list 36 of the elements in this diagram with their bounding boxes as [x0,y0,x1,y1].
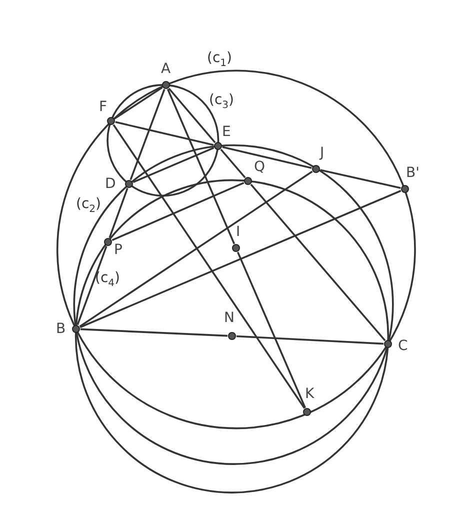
circle-label: (c$_{4}$) [95,270,120,291]
line-segment [222,146,312,169]
point-label: K [305,386,314,402]
line-segment [112,124,306,409]
line-segment [79,170,313,328]
point-label: F [99,99,108,115]
circle-label: (c$_{2}$) [76,196,102,217]
point-label: E [222,124,231,140]
line-segment [76,246,108,326]
point-label: D [105,176,116,192]
line-segment [250,184,386,342]
point-label: C [398,338,408,354]
line-segment [220,148,246,178]
point-label: N [224,310,234,326]
point-label: J [320,145,324,161]
point-label: P [114,242,122,258]
point-label: A [161,61,171,77]
point-label: B [56,321,66,337]
line-segment [320,169,401,189]
line-segment [236,335,384,345]
line-segment [236,252,306,408]
line-segment [166,88,236,244]
line-segment [168,88,216,144]
line-segment [130,88,166,180]
line-segment [112,182,244,242]
line-segment [80,190,402,328]
point-label: Q [254,159,266,175]
circle-label: (c$_{3}$) [209,92,234,113]
point-label: I [236,224,240,240]
line-segment [114,86,163,120]
circle-label: (c$_{1}$) [207,50,232,71]
point-label: B' [406,165,420,181]
line-segment [132,146,214,184]
line-segment [115,121,214,146]
line-segment [80,328,228,337]
line-segment [108,188,128,238]
